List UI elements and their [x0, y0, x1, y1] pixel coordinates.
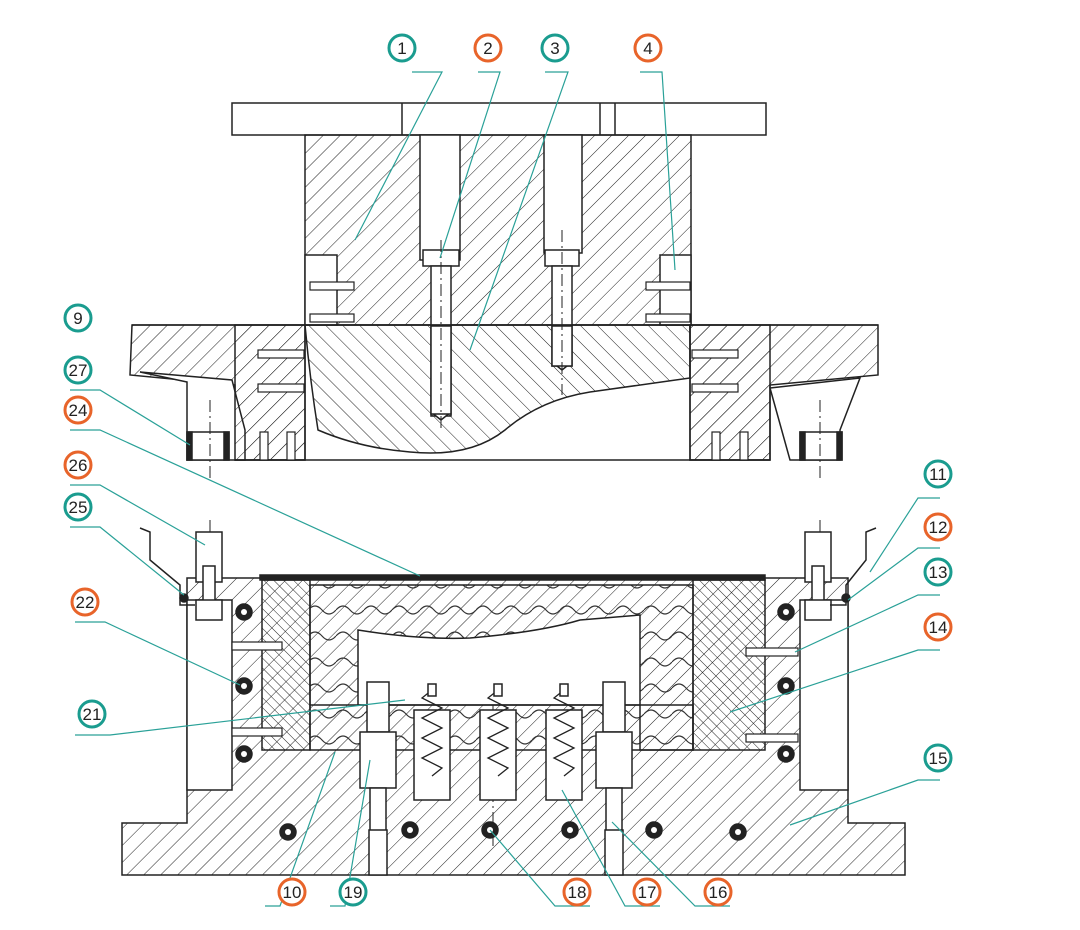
- callout-label-1: 1: [397, 39, 406, 58]
- leader-line-14: [729, 649, 940, 713]
- callout-4: 4: [633, 33, 663, 63]
- top-plate: [231, 102, 767, 136]
- leader-line-11: [869, 497, 940, 573]
- callout-circle-14: [923, 612, 953, 642]
- callout-circle-16: [703, 877, 733, 907]
- callout-12: 12: [923, 512, 953, 542]
- leader-line-12: [847, 547, 940, 601]
- upper-holder-block: [304, 134, 692, 326]
- callout-11: 11: [923, 459, 953, 489]
- ejector-plate: [310, 704, 694, 751]
- callout-circle-13: [923, 557, 953, 587]
- callout-24: 24: [63, 395, 93, 425]
- callout-label-3: 3: [550, 39, 559, 58]
- callout-circle-1: [387, 33, 417, 63]
- callout-label-13: 13: [929, 563, 948, 582]
- mold-structure: [121, 102, 906, 876]
- leader-line-21: [75, 699, 406, 736]
- callout-label-18: 18: [568, 883, 587, 902]
- callout-21: 21: [77, 699, 107, 729]
- leader-line-1: [354, 71, 443, 241]
- leader-lines: [70, 71, 940, 907]
- callout-label-16: 16: [709, 883, 728, 902]
- callout-circle-21: [77, 699, 107, 729]
- leader-line-27: [70, 389, 191, 446]
- callout-1: 1: [387, 33, 417, 63]
- callout-circle-15: [923, 743, 953, 773]
- sheet-blank: [259, 574, 766, 581]
- callout-15: 15: [923, 743, 953, 773]
- callout-25: 25: [63, 492, 93, 522]
- upper-punch: [304, 324, 691, 454]
- callout-2: 2: [473, 33, 503, 63]
- callout-circle-11: [923, 459, 953, 489]
- right-ring-insert: [692, 579, 766, 751]
- callout-circle-25: [63, 492, 93, 522]
- callout-circle-9: [63, 303, 93, 333]
- callout-circle-26: [63, 450, 93, 480]
- callout-label-19: 19: [344, 883, 363, 902]
- callout-circle-10: [277, 877, 307, 907]
- callout-19: 19: [338, 877, 368, 907]
- callout-circle-18: [562, 877, 592, 907]
- callout-circle-2: [473, 33, 503, 63]
- callout-26: 26: [63, 450, 93, 480]
- callout-label-24: 24: [69, 401, 88, 420]
- callout-label-4: 4: [643, 39, 652, 58]
- callout-circle-3: [540, 33, 570, 63]
- callout-label-25: 25: [69, 498, 88, 517]
- callout-circle-27: [63, 355, 93, 385]
- callout-16: 16: [703, 877, 733, 907]
- callout-circle-19: [338, 877, 368, 907]
- callout-label-2: 2: [483, 39, 492, 58]
- callout-label-21: 21: [83, 705, 102, 724]
- leader-line-13: [794, 594, 940, 653]
- callout-label-9: 9: [73, 309, 82, 328]
- callout-circle-12: [923, 512, 953, 542]
- callout-label-11: 11: [929, 465, 947, 484]
- callout-22: 22: [70, 587, 100, 617]
- callout-circle-22: [70, 587, 100, 617]
- callout-18: 18: [562, 877, 592, 907]
- left-ring-insert: [261, 579, 311, 751]
- callout-label-14: 14: [929, 618, 948, 637]
- callout-label-15: 15: [929, 749, 948, 768]
- callout-9: 9: [63, 303, 93, 333]
- callout-13: 13: [923, 557, 953, 587]
- callout-label-27: 27: [69, 361, 88, 380]
- callout-14: 14: [923, 612, 953, 642]
- callout-3: 3: [540, 33, 570, 63]
- callout-label-12: 12: [929, 518, 948, 537]
- leader-line-15: [789, 779, 940, 826]
- callout-27: 27: [63, 355, 93, 385]
- leader-line-24: [70, 429, 421, 577]
- callout-circle-4: [633, 33, 663, 63]
- leader-line-3: [469, 71, 569, 351]
- leader-line-26: [70, 484, 206, 546]
- callout-circle-17: [632, 877, 662, 907]
- leader-line-22: [75, 621, 241, 686]
- workpiece-blank: [357, 614, 641, 706]
- leader-line-4: [640, 71, 676, 271]
- callout-17: 17: [632, 877, 662, 907]
- callout-label-26: 26: [69, 456, 88, 475]
- callout-label-10: 10: [283, 883, 302, 902]
- leader-line-19: [330, 759, 371, 907]
- leader-line-10: [265, 751, 336, 907]
- leader-line-2: [439, 71, 501, 259]
- callout-label-22: 22: [76, 593, 95, 612]
- leader-line-25: [70, 526, 185, 596]
- callout-label-17: 17: [638, 883, 657, 902]
- callout-10: 10: [277, 877, 307, 907]
- callout-circle-24: [63, 395, 93, 425]
